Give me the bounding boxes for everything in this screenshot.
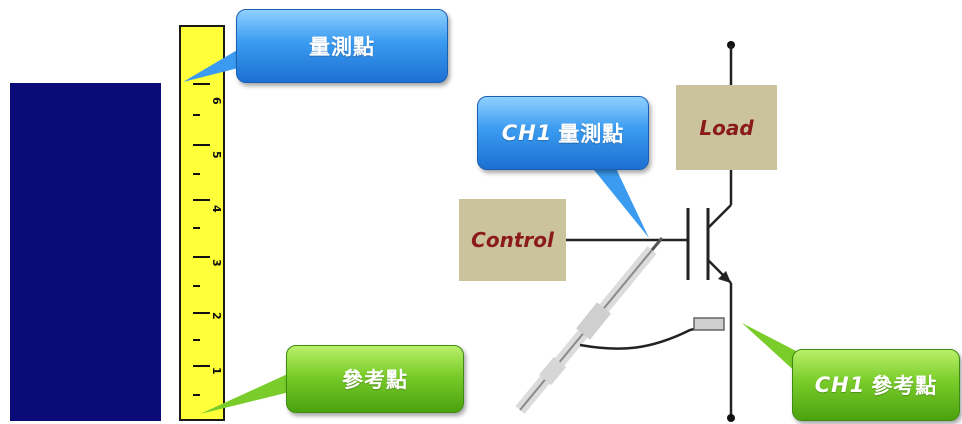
measure-point-label: 量測點 — [309, 35, 375, 59]
ch1-reference-prefix: CH1 — [814, 373, 866, 397]
control-label: Control — [471, 228, 554, 252]
ref-callout-tail — [200, 372, 306, 414]
ch1-measure-callout-tail — [586, 160, 649, 238]
ruler-number: 3 — [210, 259, 223, 267]
reference-point-callout: 參考點 — [286, 345, 464, 413]
load-box: Load — [676, 85, 777, 170]
ch1-measure-text: 量測點 — [558, 122, 625, 146]
measure-point-callout: 量測點 — [236, 9, 448, 83]
dark-blue-block — [10, 83, 161, 421]
oscilloscope-probe — [515, 237, 725, 414]
ruler-number: 1 — [210, 367, 223, 375]
ch1-measure-callout: CH1 量測點 — [477, 96, 649, 170]
control-box: Control — [459, 199, 566, 281]
ruler-number: 5 — [210, 151, 223, 159]
ruler-number: 4 — [210, 205, 223, 213]
reference-point-label: 參考點 — [342, 368, 408, 392]
ch1-reference-text: 參考點 — [871, 374, 938, 398]
load-label: Load — [699, 115, 754, 140]
ch1-measure-prefix: CH1 — [501, 121, 553, 145]
ruler-number: 6 — [210, 97, 223, 105]
ruler — [179, 25, 225, 421]
ch1-ref-callout-tail — [742, 323, 800, 376]
ch1-reference-callout: CH1 參考點 — [792, 349, 960, 421]
ruler-ticks — [193, 83, 210, 396]
ruler-number: 2 — [210, 312, 223, 320]
